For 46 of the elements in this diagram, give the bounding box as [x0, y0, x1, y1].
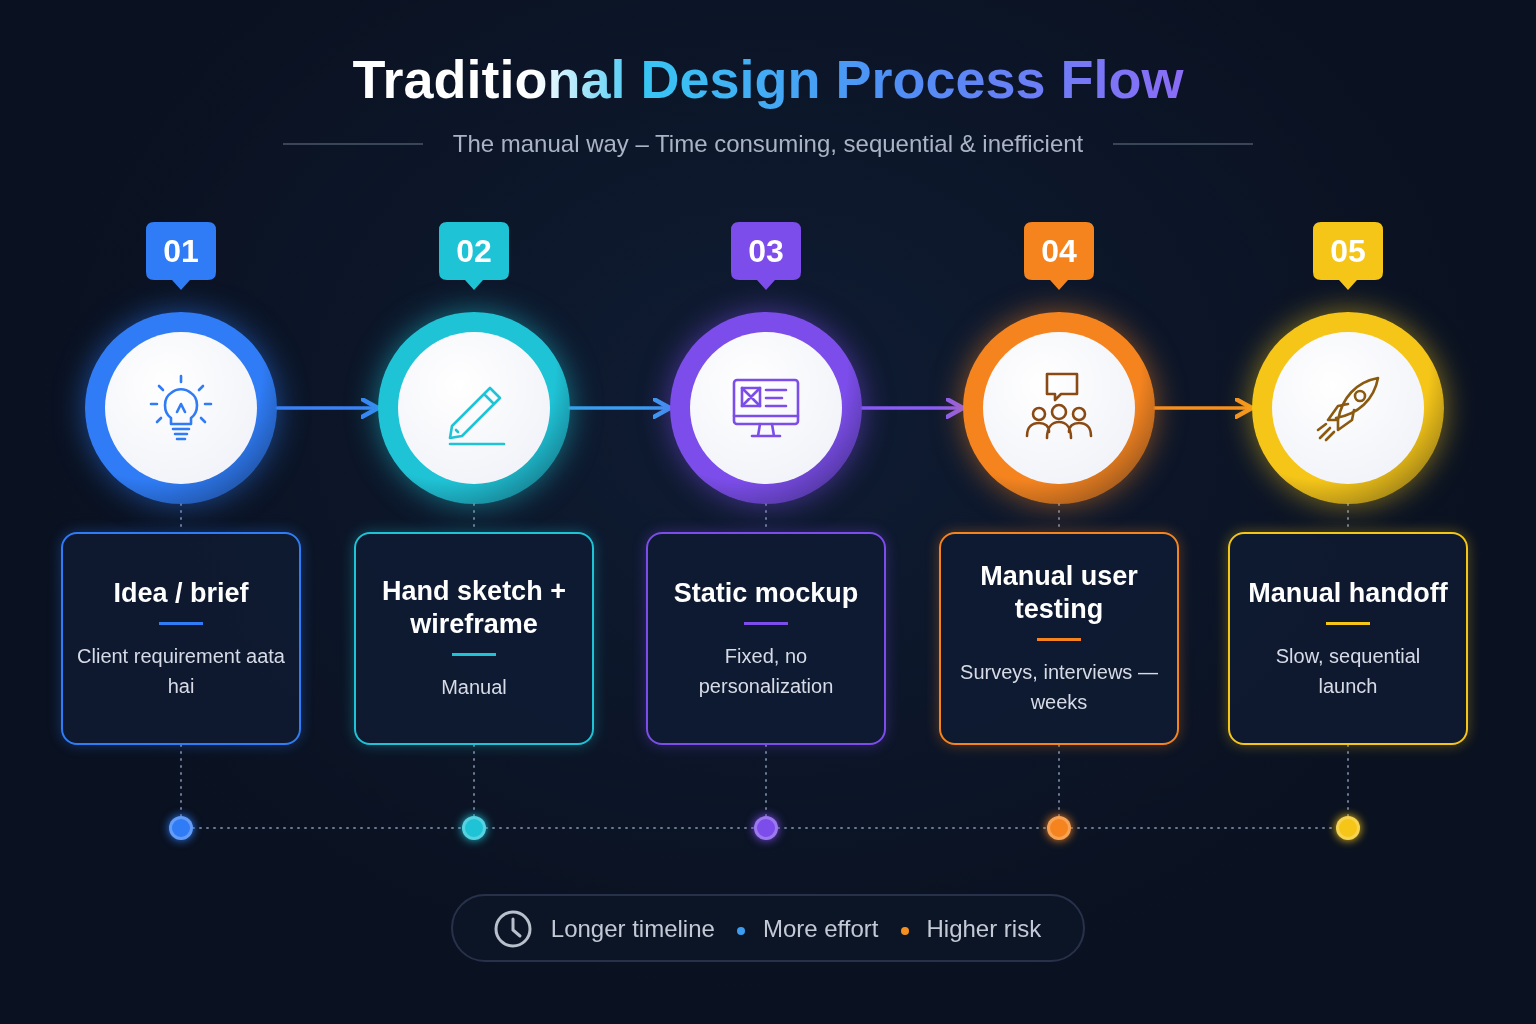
step-circle — [85, 312, 277, 504]
step-circle — [1252, 312, 1444, 504]
step-circle — [963, 312, 1155, 504]
step-description: Client requirement aata hai — [77, 643, 285, 699]
timeline-dot — [754, 816, 778, 840]
step-title: Idea / brief — [113, 576, 249, 610]
timeline-dot — [1047, 816, 1071, 840]
step-title: Static mockup — [673, 576, 859, 610]
dotted-connector — [1058, 744, 1060, 817]
dotted-connector — [192, 827, 463, 829]
step-description: Manual — [441, 675, 507, 700]
step-card — [61, 532, 301, 745]
step-description: Fixed, no personalization — [697, 643, 835, 699]
step-title: Hand sketch + wireframe — [381, 575, 567, 641]
number-badge: 01 — [146, 222, 216, 290]
summary-label: Longer timeline — [550, 915, 715, 943]
step-card — [939, 532, 1179, 745]
dotted-connector — [1347, 744, 1349, 817]
step-card — [646, 532, 886, 745]
step-description: Surveys, interviews — weeks — [959, 660, 1159, 715]
step-card — [1228, 532, 1468, 745]
number-badge: 02 — [439, 222, 509, 290]
arrow — [275, 397, 381, 419]
summary-label: Higher risk — [926, 915, 1042, 943]
arrow — [1153, 397, 1255, 419]
dotted-connector — [473, 744, 475, 817]
dotted-connector — [485, 827, 755, 829]
step-circle — [378, 312, 570, 504]
step-description: Slow, sequential launch — [1274, 643, 1422, 699]
timeline-dot — [462, 816, 486, 840]
arrow — [860, 397, 966, 419]
step-card — [354, 532, 594, 745]
number-badge: 05 — [1313, 222, 1383, 290]
step-title: Manual user testing — [979, 560, 1139, 626]
timeline-dot — [1336, 816, 1360, 840]
step-title: Manual handoff — [1248, 576, 1448, 610]
timeline-dot — [169, 816, 193, 840]
dotted-connector — [777, 827, 1048, 829]
arrow — [568, 397, 673, 419]
step-circle — [670, 312, 862, 504]
number-badge: 04 — [1024, 222, 1094, 290]
dotted-connector — [765, 744, 767, 817]
number-badge: 03 — [731, 222, 801, 290]
dotted-connector — [180, 744, 182, 817]
summary-label: More effort — [762, 915, 879, 943]
subtitle: The manual way – Time consuming, sequential & inefficient — [452, 130, 1084, 158]
